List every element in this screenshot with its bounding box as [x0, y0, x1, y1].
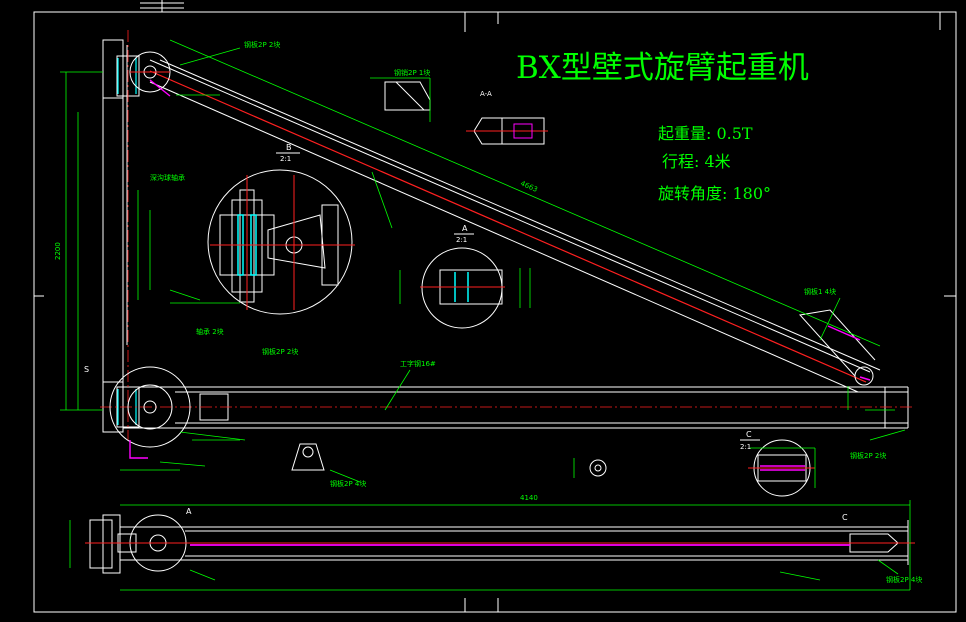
- brace-end-joint: [799, 309, 876, 386]
- annotation-bearing-b: 轴承 2块: [196, 327, 224, 336]
- section-aa-view: [466, 117, 548, 145]
- hanger-detail: [291, 443, 325, 471]
- diagonal-brace: [149, 59, 881, 393]
- annotation-bearing-a: 深沟球轴承: [150, 173, 185, 182]
- section-mark-c-scale: 2:1: [740, 443, 751, 451]
- horizontal-boom: [123, 386, 909, 429]
- view-arrow-lower-left: [129, 440, 148, 459]
- drawing-title: BX型壁式旋臂起重机: [516, 50, 809, 86]
- section-mark-a-scale: 2:1: [456, 236, 467, 244]
- annotation-weld-left: 钢板2P 2块: [262, 347, 298, 356]
- section-aa-label: A-A: [480, 90, 492, 98]
- annotation-dim-main: 4140: [520, 494, 538, 502]
- annotation-weld-right: 钢板2P 2块: [850, 451, 886, 460]
- annotation-weld-brace-end: 钢板1 4块: [804, 287, 836, 296]
- wedge-detail: [384, 81, 431, 111]
- section-mark-c-plan: C: [842, 513, 848, 522]
- upper-pivot: [129, 51, 171, 93]
- section-aa-fill: [513, 123, 533, 139]
- section-mark-a: A: [462, 224, 468, 233]
- brace-end-accent: [827, 325, 871, 381]
- annotation-weld-plan: 钢板2P 4块: [886, 575, 922, 584]
- spec-travel: 行程: 4米: [662, 152, 731, 171]
- annotation-weld-top: 钢板2P 2块: [244, 40, 280, 49]
- section-mark-b: B: [286, 143, 292, 152]
- leader-lines: [159, 47, 906, 581]
- spec-capacity: 起重量: 0.5T: [658, 124, 753, 143]
- plan-view: [89, 514, 909, 574]
- section-mark-b-scale: 2:1: [280, 155, 291, 163]
- detail-c-view: [748, 439, 815, 497]
- section-mark-a-plan: A: [186, 507, 192, 516]
- detail-a-view: [420, 247, 505, 329]
- lower-pivot: [109, 366, 191, 448]
- washer-detail: [589, 459, 607, 477]
- pivot-mark-s: S: [84, 365, 89, 374]
- section-mark-c: C: [746, 430, 752, 439]
- annotation-pin-top: 钢销2P 1块: [394, 68, 430, 77]
- view-arrow-upper: [149, 79, 171, 97]
- wall-column: [102, 39, 140, 433]
- annotation-dim-height: 2200: [54, 242, 62, 260]
- dimension-lines: [60, 39, 911, 591]
- detail-b-view: [207, 169, 355, 315]
- annotation-weld-bottom: 钢板2P 4块: [330, 479, 366, 488]
- annotation-channel: 工字钢16#: [400, 359, 436, 368]
- spec-rotation: 旋转角度: 180°: [658, 184, 771, 203]
- sheet-frame: [33, 0, 957, 613]
- brace-centerline: [149, 70, 867, 383]
